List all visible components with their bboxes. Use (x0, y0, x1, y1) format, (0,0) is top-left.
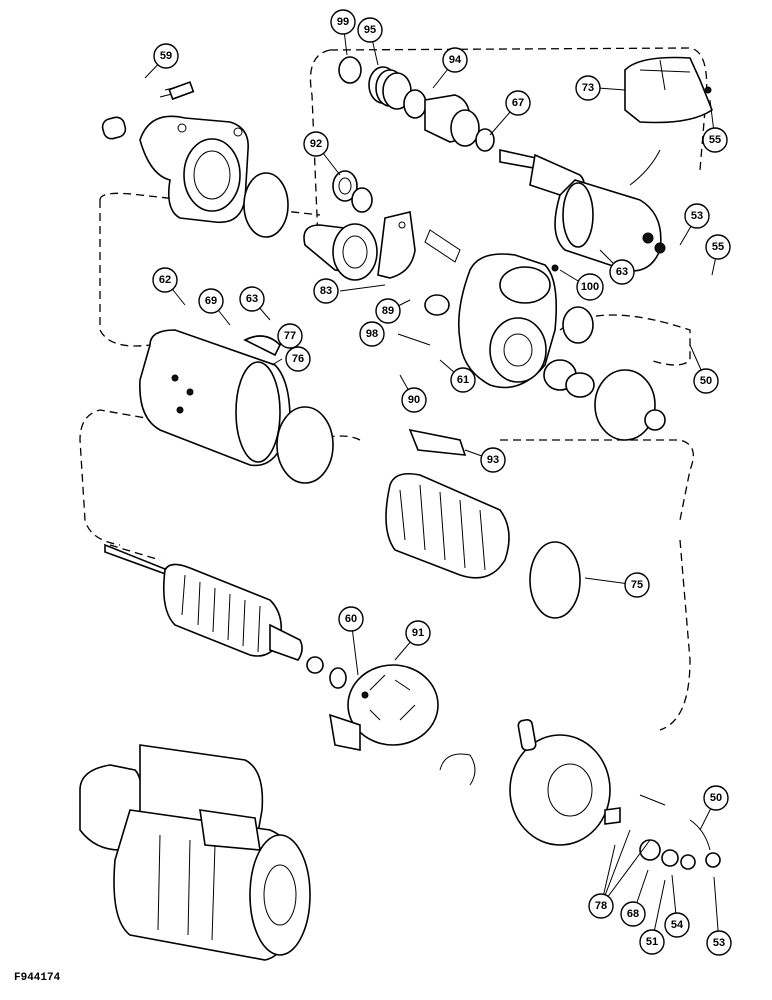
solenoid-boot (624, 56, 713, 124)
svg-text:68: 68 (627, 908, 639, 920)
figure-id: F944174 (14, 972, 61, 984)
callout-89: 89 (375, 298, 401, 324)
svg-text:93: 93 (487, 454, 499, 466)
callout-51: 51 (639, 929, 665, 955)
brush-holder (328, 664, 439, 751)
svg-text:63: 63 (246, 293, 258, 305)
svg-text:55: 55 (709, 134, 721, 146)
callout-69: 69 (198, 288, 224, 314)
callout-78: 78 (588, 893, 614, 919)
svg-text:59: 59 (160, 50, 172, 62)
callout-95: 95 (357, 17, 383, 43)
svg-text:77: 77 (284, 330, 296, 342)
terminal-hardware (639, 819, 721, 870)
callout-100: 100 (576, 273, 604, 301)
callout-83: 83 (313, 278, 339, 304)
callout-50-bottom: 50 (703, 785, 729, 811)
svg-text:60: 60 (345, 613, 357, 625)
svg-text:63: 63 (616, 266, 628, 278)
field-coil-assembly (385, 472, 581, 619)
svg-text:89: 89 (382, 305, 394, 317)
lower-dashed-outline (109, 539, 691, 731)
callout-53-top: 53 (684, 203, 710, 229)
end-rings (543, 359, 666, 441)
callout-68: 68 (620, 901, 646, 927)
callout-59: 59 (153, 43, 179, 69)
svg-text:98: 98 (366, 328, 378, 340)
svg-text:62: 62 (159, 274, 171, 286)
svg-text:67: 67 (512, 97, 524, 109)
svg-text:76: 76 (292, 353, 304, 365)
svg-text:91: 91 (412, 627, 424, 639)
callout-90: 90 (401, 387, 427, 413)
callout-99: 99 (330, 9, 356, 35)
svg-text:99: 99 (337, 16, 349, 28)
callout-73: 73 (575, 75, 601, 101)
svg-text:61: 61 (457, 374, 469, 386)
svg-text:55: 55 (712, 241, 724, 253)
svg-text:92: 92 (310, 138, 322, 150)
svg-text:83: 83 (320, 285, 332, 297)
callout-93: 93 (480, 447, 506, 473)
callout-92: 92 (303, 131, 329, 157)
svg-text:95: 95 (364, 24, 376, 36)
callout-98: 98 (359, 321, 385, 347)
callout-53-bottom: 53 (706, 930, 732, 956)
upper-dashed-outline (99, 47, 708, 366)
svg-text:50: 50 (710, 792, 722, 804)
callout-63-right: 63 (609, 259, 635, 285)
svg-text:73: 73 (582, 82, 594, 94)
callout-91: 91 (405, 620, 431, 646)
assembled-starter (79, 744, 311, 961)
callout-76: 76 (285, 346, 311, 372)
callout-94: 94 (442, 47, 468, 73)
bearings-seals (332, 170, 373, 213)
svg-text:78: 78 (595, 900, 607, 912)
callout-55-mid: 55 (705, 234, 731, 260)
svg-text:75: 75 (631, 579, 643, 591)
field-frame (139, 329, 334, 484)
callout-50-top: 50 (693, 368, 719, 394)
callout-62: 62 (152, 267, 178, 293)
svg-text:94: 94 (449, 54, 462, 66)
svg-text:54: 54 (671, 919, 684, 931)
svg-text:100: 100 (581, 281, 599, 293)
plunger-assembly (338, 56, 585, 201)
callout-75: 75 (624, 572, 650, 598)
drive-end-housing (101, 81, 289, 238)
commutator-end-head (439, 719, 666, 846)
svg-text:69: 69 (205, 295, 217, 307)
svg-text:50: 50 (700, 375, 712, 387)
svg-text:53: 53 (713, 937, 725, 949)
brush-spring-plate (408, 428, 467, 456)
callout-54: 54 (664, 912, 690, 938)
callout-77: 77 (277, 323, 303, 349)
callout-63-left: 63 (239, 286, 265, 312)
callout-60: 60 (338, 606, 364, 632)
svg-text:51: 51 (646, 936, 658, 948)
callout-67: 67 (505, 90, 531, 116)
callout-55-top: 55 (702, 127, 728, 153)
pinion-drive (303, 211, 461, 316)
intermediate-housing (457, 253, 594, 389)
armature (104, 543, 347, 689)
svg-text:53: 53 (691, 210, 703, 222)
svg-text:90: 90 (408, 394, 420, 406)
callout-61: 61 (450, 367, 476, 393)
solenoid (554, 149, 666, 272)
